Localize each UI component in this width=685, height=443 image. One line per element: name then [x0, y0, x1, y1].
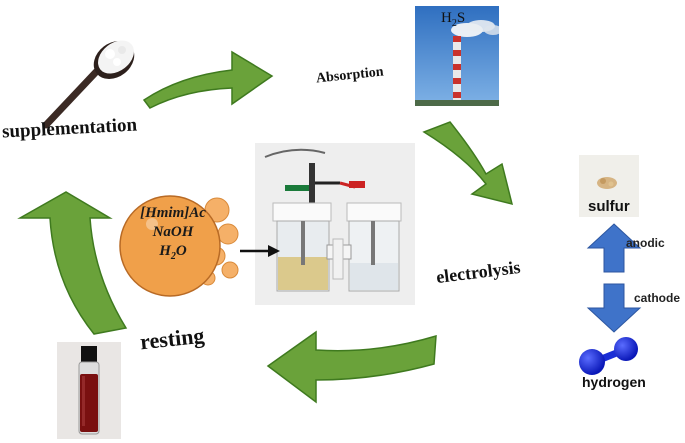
bubble-line-naoh: NaOH	[152, 224, 194, 240]
spoon-powder-icon	[38, 30, 148, 130]
pointer-arrow	[238, 244, 282, 258]
electrolysis-cell-photo	[255, 143, 415, 305]
label-absorption: Absorption	[315, 64, 385, 87]
label-supplementation: supplementation	[1, 114, 138, 143]
label-sulfur: sulfur	[588, 198, 630, 215]
chimney-photo: H2S	[415, 6, 499, 106]
bubble-line-ionic-liquid: [Hmim]Ac	[140, 205, 206, 221]
cycle-arrow-top	[140, 40, 275, 110]
electrolyte-bubble: [Hmim]Ac NaOH H2O	[112, 176, 252, 306]
label-cathode: cathode	[634, 291, 681, 305]
hydrogen-molecule-icon	[574, 334, 644, 378]
cycle-arrow-bottom	[266, 330, 438, 404]
gas-label-tail: S	[456, 10, 466, 26]
cycle-arrow-right	[420, 118, 520, 208]
gas-label: H	[441, 10, 452, 26]
gas-label-sub: 2	[451, 18, 457, 29]
label-electrolysis: electrolysis	[435, 256, 522, 288]
cycle-arrow-left	[16, 188, 132, 336]
bubble-line-water-tail: O	[175, 243, 187, 259]
vial-photo	[57, 342, 121, 439]
bubble-line-water-sub: 2	[170, 251, 176, 262]
blue-double-arrow	[584, 222, 644, 334]
sulfur-photo	[579, 155, 639, 217]
bubble-line-water: H	[159, 243, 171, 259]
label-anodic: anodic	[626, 236, 665, 250]
label-resting: resting	[138, 322, 206, 355]
label-hydrogen: hydrogen	[582, 374, 646, 390]
